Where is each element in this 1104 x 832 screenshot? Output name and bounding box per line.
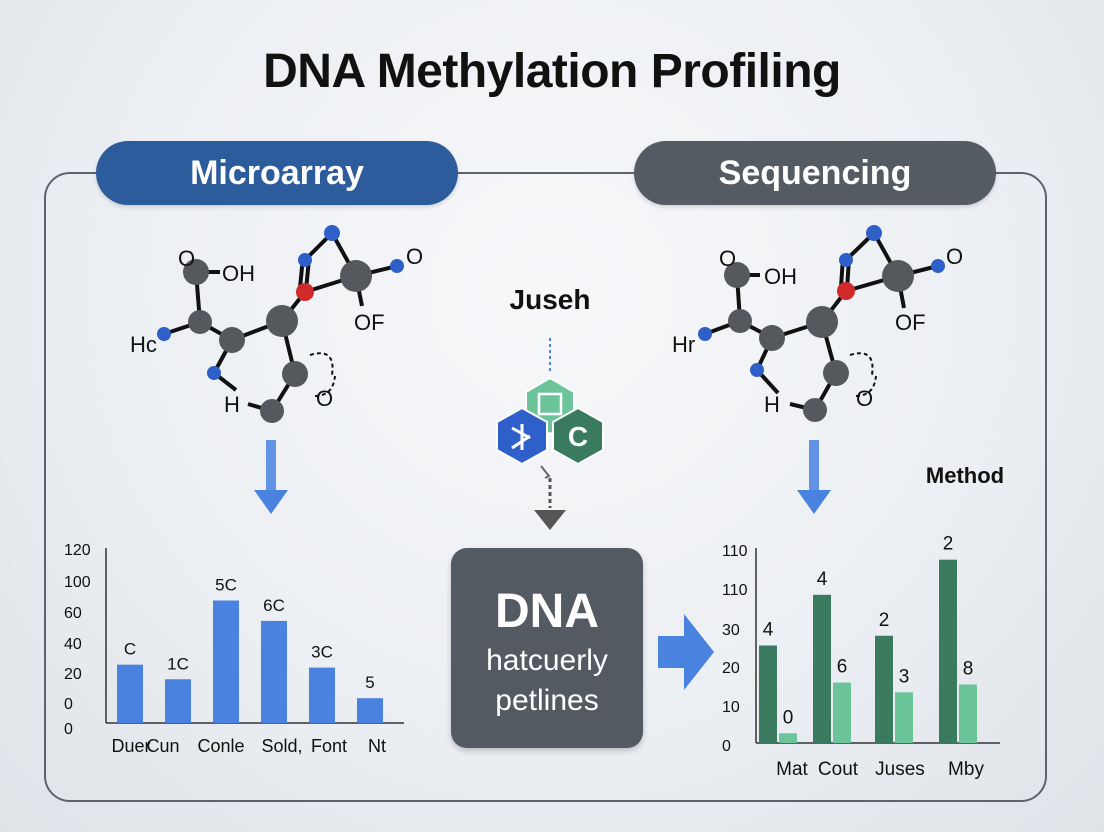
comparison-frame (44, 172, 1047, 802)
dna-box-title: DNA (495, 585, 599, 638)
right-bar-data-label: 8 (963, 659, 974, 680)
right-bar-data-label: 2 (879, 610, 890, 631)
right-ytick-label: 0 (722, 738, 731, 755)
right-bar-series1 (813, 594, 831, 743)
dna-box-line1: hatcuerly (486, 644, 608, 677)
right-xtick-label: Mat (776, 759, 808, 780)
left-ytick-label: 60 (64, 605, 82, 622)
mol-left-h-side: Hc (130, 332, 157, 357)
right-ytick-label: 30 (722, 622, 740, 639)
method-label: Method (925, 463, 1005, 488)
left-bar-data-label: 1C (167, 654, 189, 673)
right-bar-series2 (779, 733, 797, 743)
left-bar (165, 679, 191, 723)
mol-right-h-bottom: H (764, 392, 780, 417)
left-bar-data-label: 6C (263, 596, 285, 615)
left-ytick-label: 20 (64, 666, 82, 683)
dna-box-line2: petlines (495, 684, 599, 717)
left-bar-data-label: 5 (365, 673, 374, 692)
left-ytick-label: 100 (64, 574, 91, 591)
microarray-pill: Microarray (96, 141, 458, 205)
left-xtick-label: Sold, (261, 736, 302, 756)
down-arrow-left (254, 440, 288, 514)
right-ytick-label: 110 (722, 543, 748, 560)
left-ytick-label: 40 (64, 636, 82, 653)
left-bar-data-label: 5C (215, 576, 237, 595)
right-xtick-label: Cout (818, 759, 859, 780)
right-bar-data-label: 6 (837, 657, 848, 678)
left-bar (213, 600, 239, 723)
right-bar-data-label: 4 (817, 569, 828, 590)
left-xtick-label: Cun (146, 736, 179, 756)
mol-left-o-ring: O (316, 386, 333, 411)
left-ytick-label: 120 (64, 542, 91, 559)
mol-left-oh: OH (222, 261, 255, 286)
mol-right-o-top: O (719, 246, 736, 271)
left-xtick-label: Font (311, 736, 347, 756)
right-bar-data-label: 0 (783, 707, 794, 728)
right-ytick-label: 20 (722, 660, 740, 677)
right-ytick-label: 10 (722, 699, 740, 716)
right-bar-series2 (833, 682, 851, 743)
left-xtick-label: Duer (111, 736, 150, 756)
mol-left-o-top: O (178, 246, 195, 271)
left-bar (309, 667, 335, 723)
left-xtick-label: Nt (368, 736, 386, 756)
hex-icon-right: C (552, 406, 604, 466)
left-bar (261, 620, 287, 723)
sequencing-pill: Sequencing (634, 141, 996, 205)
left-xtick-label: Conle (197, 736, 244, 756)
mol-left-o-right: O (406, 244, 423, 269)
right-bar-series1 (939, 559, 957, 743)
mol-right-of: OF (895, 310, 926, 335)
page-title: DNA Methylation Profiling (263, 45, 841, 98)
left-ytick-label: 0 (64, 696, 73, 713)
hex-c-label: C (568, 421, 588, 452)
right-bar-data-label: 3 (899, 666, 910, 687)
mol-right-h-side: Hr (672, 332, 695, 357)
right-xtick-label: Juses (875, 759, 925, 780)
center-label: Juseh (509, 284, 591, 315)
right-arrow (658, 614, 714, 690)
mol-left-h-bottom: H (224, 392, 240, 417)
mol-left-of: OF (354, 310, 385, 335)
down-arrow-right (797, 440, 831, 514)
left-bar (357, 698, 383, 723)
right-xtick-label: Mby (948, 759, 984, 780)
left-bar (117, 664, 143, 723)
mol-right-o-ring: O (856, 386, 873, 411)
right-bar-data-label: 2 (943, 534, 954, 555)
microarray-label: Microarray (190, 153, 364, 192)
right-bar-series2 (895, 692, 913, 743)
right-bar-series1 (875, 635, 893, 743)
left-bar-data-label: C (124, 640, 136, 659)
sequencing-label: Sequencing (718, 153, 912, 192)
hex-icon-left (496, 406, 548, 466)
down-arrow-center (534, 465, 566, 530)
mol-right-oh: OH (764, 264, 797, 289)
mol-right-o-right: O (946, 244, 963, 269)
right-bar-data-label: 4 (763, 620, 774, 641)
right-bar-series2 (959, 684, 977, 743)
right-bar-series1 (759, 645, 777, 743)
dna-box: DNA hatcuerly petlines (451, 548, 643, 748)
left-ytick-label: 0 (64, 721, 73, 738)
right-ytick-label: 110 (722, 582, 748, 599)
left-bar-data-label: 3C (311, 643, 333, 662)
